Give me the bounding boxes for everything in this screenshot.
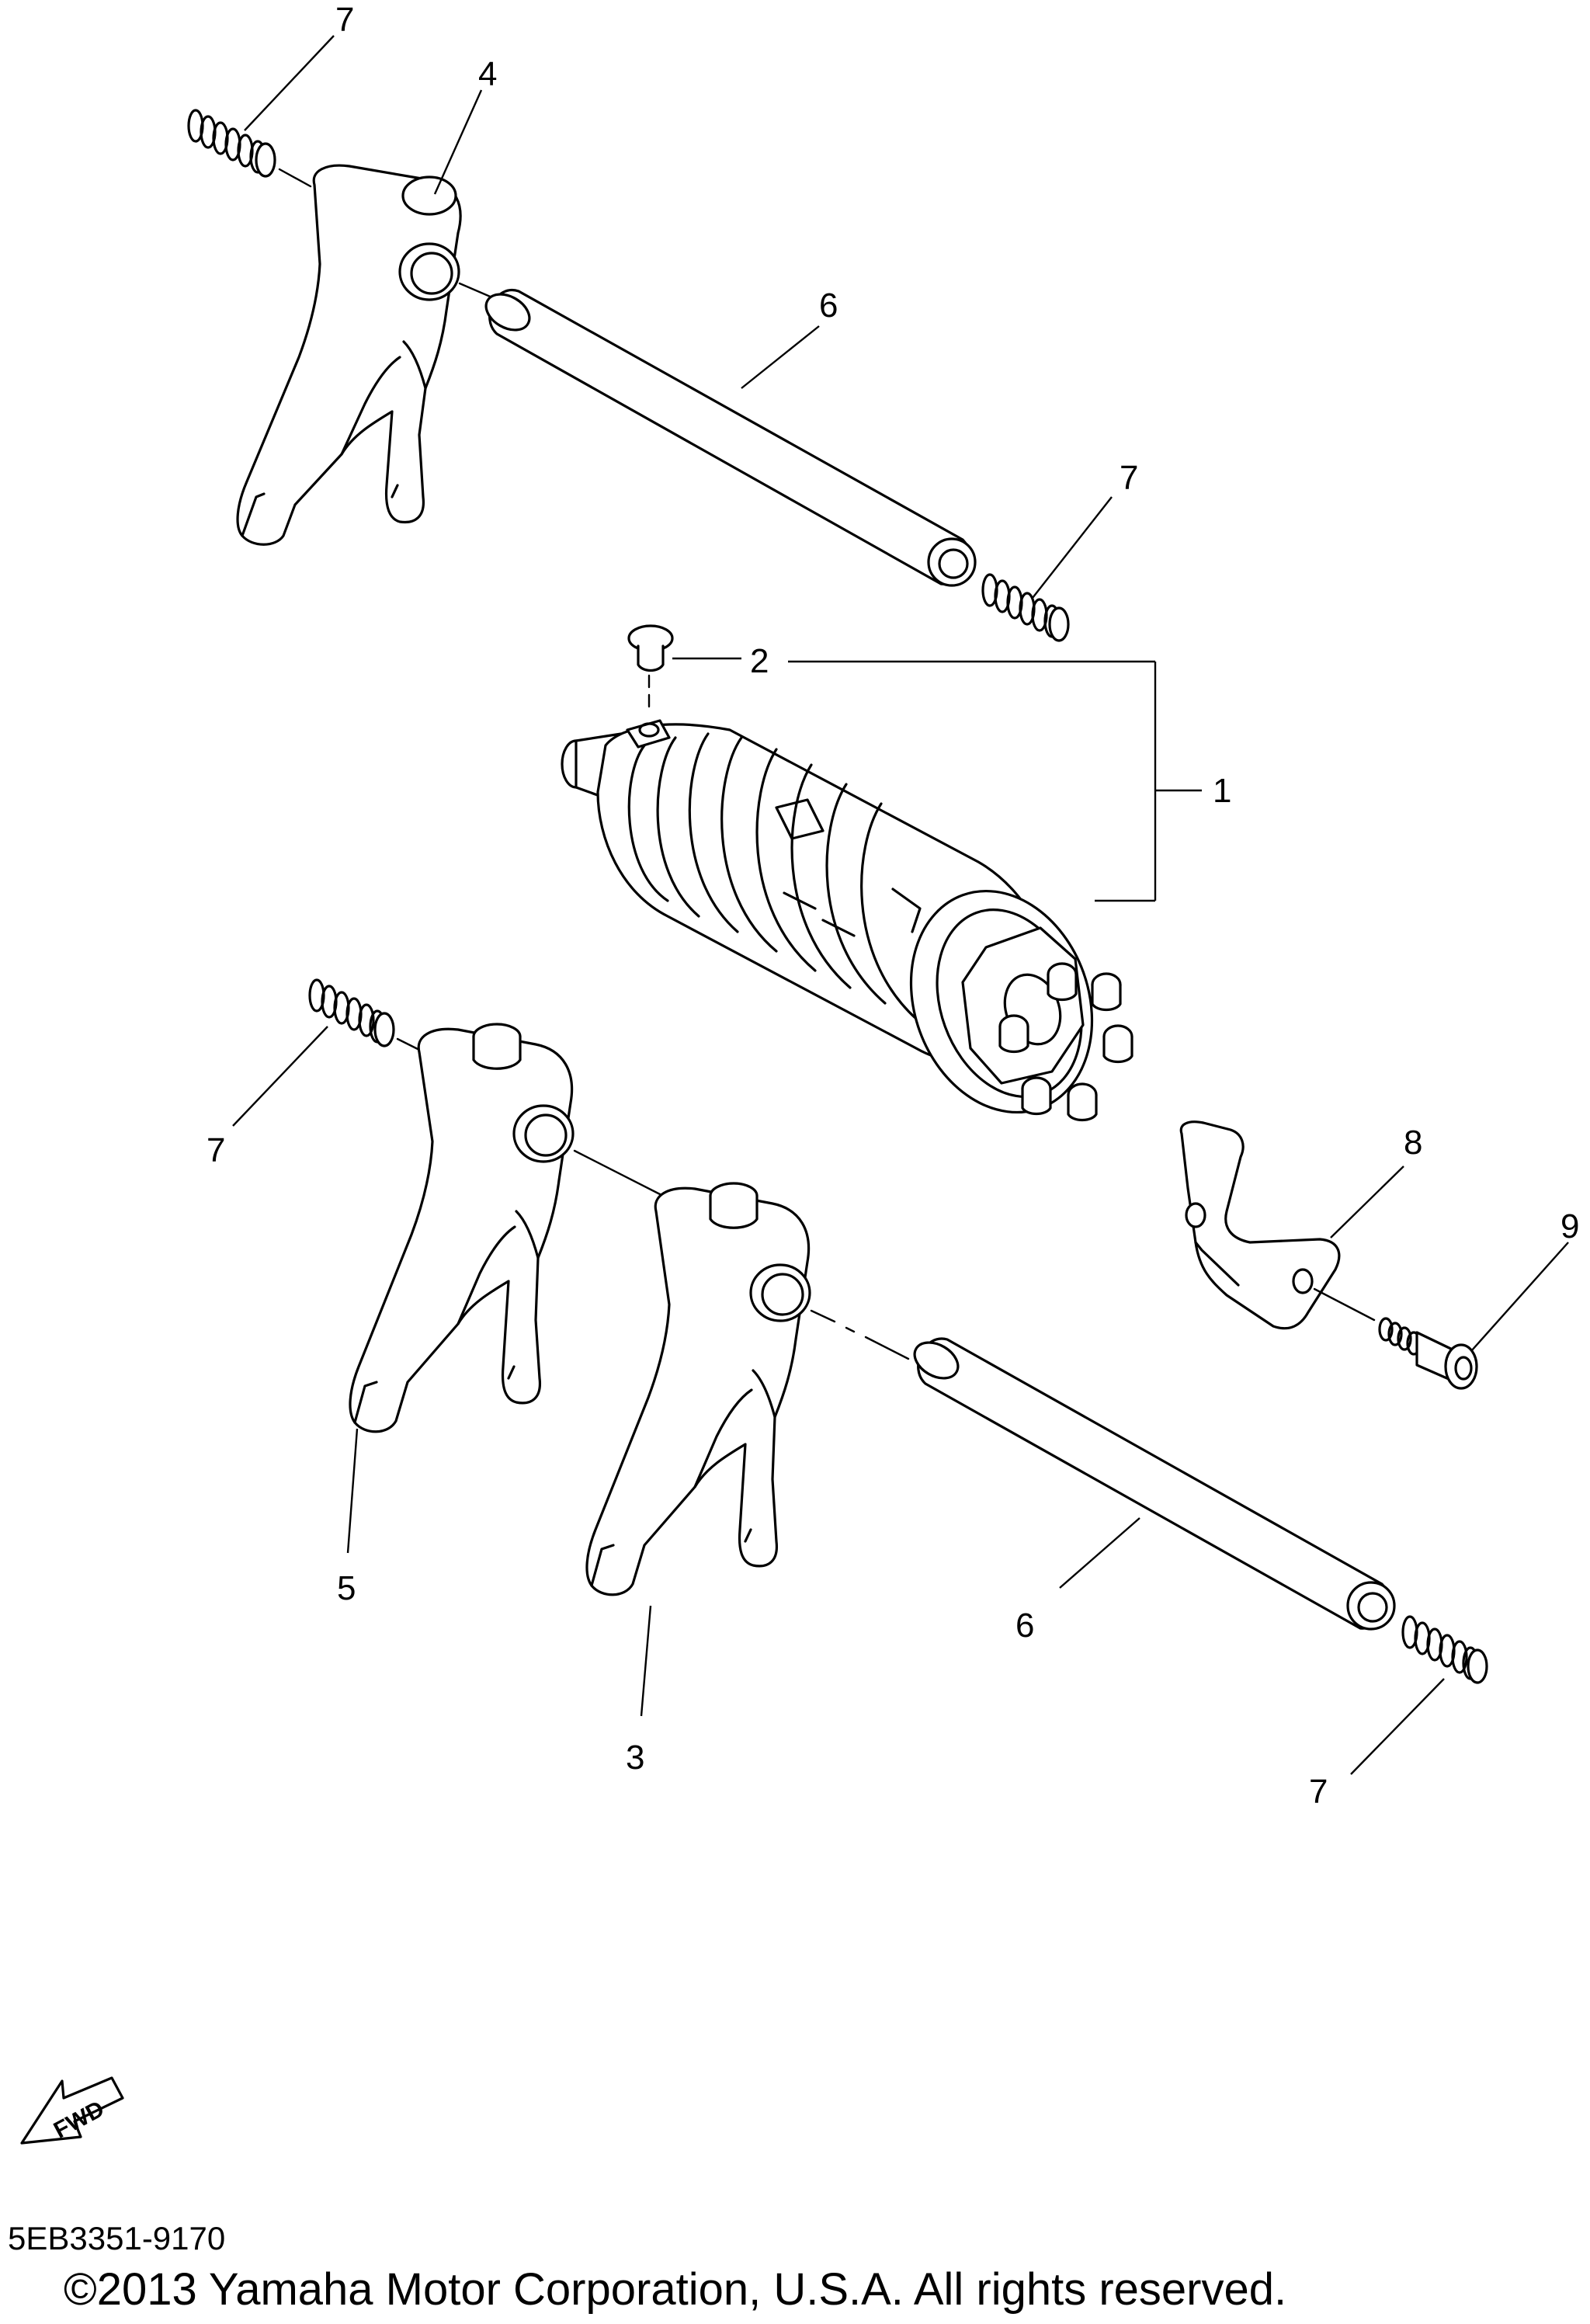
callout-6-upper: 6: [819, 287, 838, 325]
callout-bracket-1-2: [672, 657, 1202, 902]
leader-lines: [232, 35, 1569, 1775]
shift-fork-guide-bar-part-6-upper: [484, 288, 977, 587]
shift-fork-part-4: [236, 164, 462, 546]
callout-9: 9: [1560, 1207, 1579, 1245]
spring-part-7-middle-left: [308, 978, 395, 1047]
axis-line-fork-5-to-fork-3: [573, 1149, 661, 1196]
axis-line-fork-3-to-rod: [810, 1309, 910, 1360]
pin-part-2: [627, 624, 674, 708]
shift-fork-guide-bar-part-6-lower: [913, 1337, 1396, 1631]
callout-7-top-right: 7: [1120, 459, 1138, 497]
callout-2: 2: [750, 642, 769, 680]
axis-line-spring-to-fork-4: [278, 168, 312, 188]
axis-line-plate-to-screw: [1313, 1287, 1376, 1322]
callout-8: 8: [1404, 1124, 1422, 1162]
axis-line-spring-to-fork-5: [396, 1037, 421, 1051]
callout-5: 5: [337, 1569, 356, 1607]
diagram-code: 5EB3351-9170: [8, 2220, 226, 2256]
callout-3: 3: [626, 1739, 644, 1777]
callout-1: 1: [1213, 772, 1231, 810]
spring-part-7-bottom-right: [1401, 1615, 1488, 1684]
callout-7-bottom-right: 7: [1309, 1773, 1328, 1811]
callout-7-top-left: 7: [335, 1, 354, 39]
drum-segment-pins: [998, 962, 1133, 1122]
shift-drum-part-1: [561, 719, 1133, 1122]
screw-part-9: [1378, 1317, 1478, 1390]
spring-part-7-top-right: [981, 573, 1070, 642]
callout-6-lower: 6: [1015, 1607, 1034, 1645]
stopper-plate-part-8: [1179, 1120, 1341, 1330]
shift-fork-part-5: [349, 1023, 575, 1433]
callout-4: 4: [478, 55, 497, 93]
forward-direction-arrow-icon: FWD: [20, 2076, 124, 2145]
spring-part-7-top-left: [187, 109, 276, 178]
copyright-notice: ©2013 Yamaha Motor Corporation, U.S.A. A…: [64, 2264, 1287, 2315]
callout-7-middle-left: 7: [207, 1131, 225, 1169]
shift-fork-part-3: [585, 1182, 811, 1596]
